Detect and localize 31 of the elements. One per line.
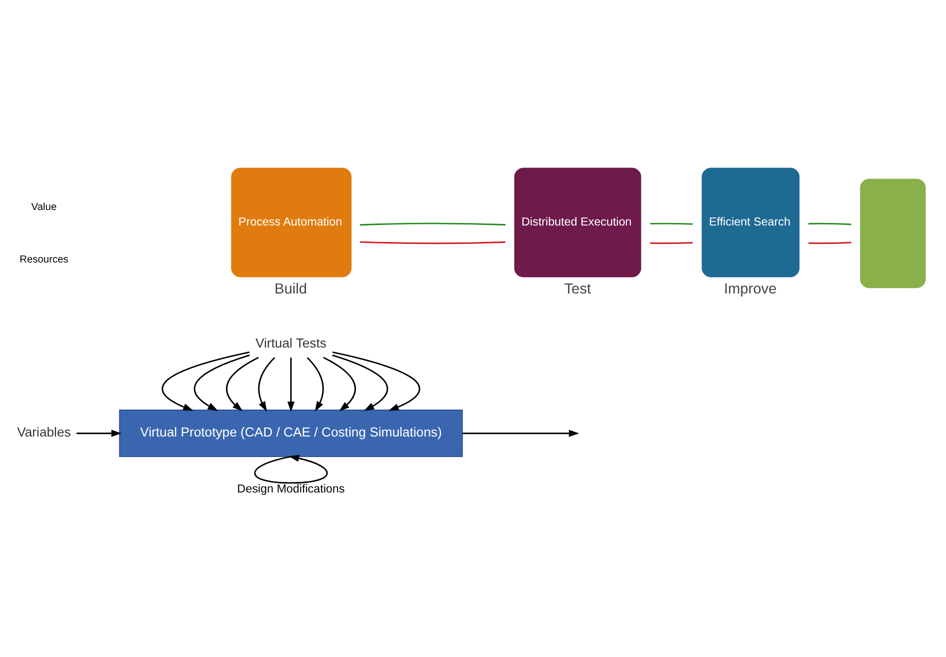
- node-label: Build: [274, 280, 307, 297]
- edge-label: Design Modifications: [237, 482, 345, 495]
- node-label: Test: [564, 280, 591, 297]
- arrow: [254, 454, 328, 484]
- arrow: [258, 356, 276, 412]
- arrow: [323, 356, 356, 411]
- arrow: [226, 356, 259, 411]
- label: Resources: [20, 254, 68, 265]
- arrow: [306, 356, 324, 412]
- node-box: Efficient Search: [702, 167, 800, 277]
- node-box: Distributed Execution: [514, 167, 642, 277]
- node-bar: [860, 178, 926, 288]
- arrow: [332, 354, 388, 410]
- arrow: [194, 354, 250, 410]
- node-box: Virtual Prototype (CAD / CAE / Costing Simulations): [119, 409, 463, 457]
- arrow: [76, 429, 122, 436]
- arrow: [287, 357, 295, 412]
- node-text: Virtual Tests: [255, 335, 326, 350]
- connector: [808, 241, 852, 244]
- arrow: [162, 350, 250, 410]
- node-label: Improve: [724, 280, 777, 297]
- connector: [808, 222, 852, 225]
- connector: [650, 222, 693, 224]
- arrow: [462, 429, 580, 436]
- node-box: Process Automation: [231, 167, 352, 277]
- node-text: Variables: [17, 424, 71, 440]
- connector: [650, 242, 693, 244]
- label: Value: [31, 201, 57, 212]
- connector: [360, 240, 506, 244]
- arrow: [332, 350, 420, 410]
- connector: [360, 222, 506, 226]
